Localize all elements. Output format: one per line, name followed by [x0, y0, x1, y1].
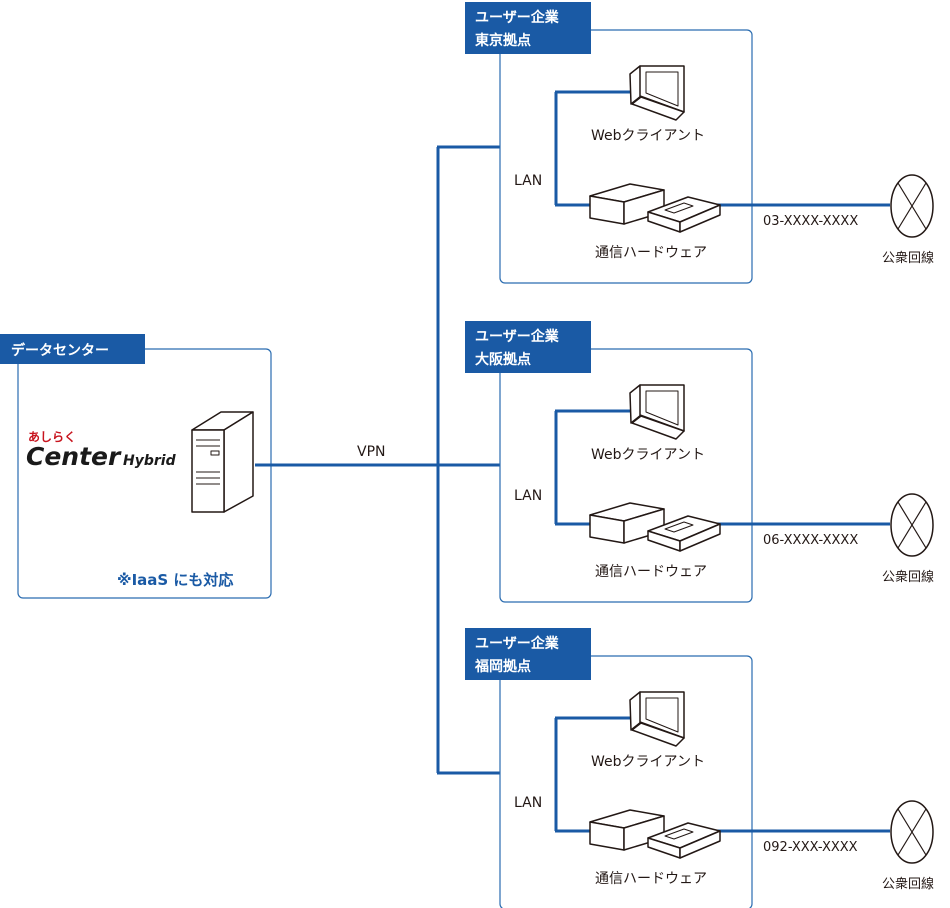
- datacenter-group: データセンター あしらく Center Hybrid ※IaaS にも対応: [0, 334, 272, 599]
- site-fukuoka-tag-line2: 福岡拠点: [474, 658, 531, 675]
- vpn-label: VPN: [357, 444, 386, 460]
- datacenter-tag: [0, 334, 145, 364]
- site-tokyo-tag-line2: 東京拠点: [475, 32, 531, 49]
- site-osaka-tag-line2: 大阪拠点: [475, 351, 531, 368]
- logo-mark: あしらく: [28, 430, 76, 444]
- site-tokyo-hardware-label: 通信ハードウェア: [595, 245, 707, 261]
- site-tokyo-client-label: Webクライアント: [591, 128, 705, 144]
- datacenter-tag-label: データセンター: [11, 342, 109, 359]
- site-tokyo-lan-label: LAN: [514, 173, 542, 189]
- site-fukuoka: ユーザー企業 福岡拠点 Webクライアント LAN 通信ハードウェア 092-X…: [465, 628, 935, 908]
- site-osaka-tag: [465, 321, 591, 373]
- site-fukuoka-client-label: Webクライアント: [591, 754, 705, 770]
- site-fukuoka-body: [498, 654, 935, 908]
- server-icon: [191, 411, 254, 513]
- site-fukuoka-lan-label: LAN: [514, 795, 542, 811]
- site-osaka-tag-line1: ユーザー企業: [475, 328, 560, 345]
- site-osaka-public-line: 公衆回線: [882, 569, 934, 585]
- site-tokyo-phone: 03-XXXX-XXXX: [763, 214, 858, 229]
- site-osaka-phone: 06-XXXX-XXXX: [763, 533, 858, 548]
- logo-main: Center: [26, 442, 122, 471]
- site-fukuoka-tag: [465, 628, 591, 680]
- site-fukuoka-phone: 092-XXX-XXXX: [763, 840, 858, 855]
- site-fukuoka-public-line: 公衆回線: [882, 876, 934, 892]
- site-osaka-lan-label: LAN: [514, 488, 542, 504]
- site-tokyo-tag: [465, 2, 591, 54]
- site-fukuoka-hardware-label: 通信ハードウェア: [595, 871, 707, 887]
- site-osaka: ユーザー企業 大阪拠点 Webクライアント LAN 通信ハードウェア 06-XX…: [465, 321, 935, 604]
- site-osaka-client-label: Webクライアント: [591, 447, 705, 463]
- iaas-note: ※IaaS にも対応: [117, 571, 233, 589]
- site-tokyo: ユーザー企業 東京拠点 Webクライアント LAN 通信ハードウェア 03-XX…: [465, 2, 935, 285]
- site-osaka-hardware-label: 通信ハードウェア: [595, 564, 707, 580]
- site-tokyo-public-line: 公衆回線: [882, 250, 934, 266]
- site-osaka-body: [498, 347, 935, 604]
- logo-sub: Hybrid: [123, 453, 177, 469]
- site-fukuoka-tag-line1: ユーザー企業: [475, 635, 560, 652]
- site-tokyo-body: [498, 28, 935, 285]
- site-tokyo-tag-line1: ユーザー企業: [475, 9, 560, 26]
